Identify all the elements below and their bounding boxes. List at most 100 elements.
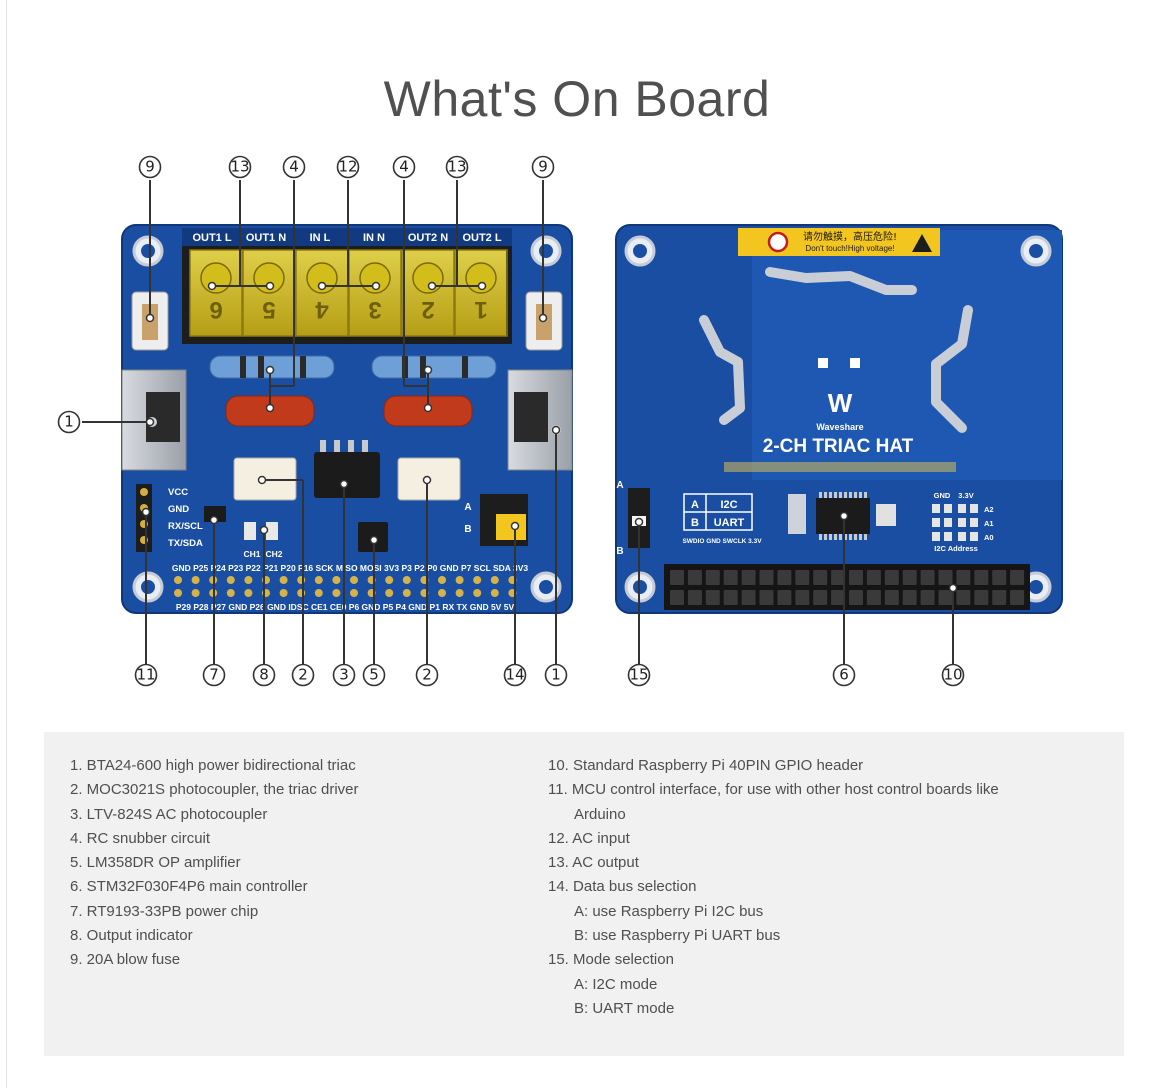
svg-text:3.3V: 3.3V — [958, 491, 973, 500]
board-back: 请勿触摸，高压危险! Don't touch!High voltage! W W… — [615, 224, 1063, 614]
svg-text:A0: A0 — [984, 533, 994, 542]
legend-item-5: 5. LM358DR OP amplifier — [70, 854, 241, 872]
legend-subitem: B: use Raspberry Pi UART bus — [574, 927, 781, 945]
svg-text:Don't touch!High voltage!: Don't touch!High voltage! — [805, 244, 894, 253]
svg-text:5: 5 — [369, 666, 379, 684]
svg-text:A: A — [616, 480, 623, 491]
svg-text:1: 1 — [551, 666, 561, 684]
callout-9: 9 — [138, 155, 162, 179]
legend-list-left: 1. BTA24-600 high power bidirectional tr… — [70, 754, 530, 973]
callout-2: 2 — [415, 663, 439, 687]
power-chip — [204, 506, 226, 522]
mcu-interface-labels: VCC GND RX/SCL TX/SDA — [168, 487, 203, 549]
svg-text:9: 9 — [145, 158, 155, 176]
svg-text:I2C Address: I2C Address — [934, 544, 978, 553]
page-left-border — [6, 0, 7, 1088]
legend-item-3: 3. LTV-824S AC photocoupler — [70, 805, 268, 823]
svg-text:请勿触摸，高压危险!: 请勿触摸，高压危险! — [803, 230, 897, 243]
terminal-label: OUT1 N — [246, 232, 286, 244]
terminal-label: IN N — [363, 232, 385, 244]
svg-text:7: 7 — [209, 666, 219, 684]
svg-text:15: 15 — [629, 666, 648, 684]
side-label: RX/SCL — [168, 521, 203, 532]
legend-item-13: 13. AC output — [548, 854, 639, 872]
debug-labels: SWDIO GND SWCLK 3.3V — [682, 538, 762, 545]
gpio-bottom-labels: P29 P28 P27 GND P26 GND IDSC CE1 CE0 P6 … — [176, 602, 515, 612]
callout-5: 5 — [362, 663, 386, 687]
legend-item-8: 8. Output indicator — [70, 927, 193, 945]
svg-text:4: 4 — [289, 158, 299, 176]
terminal-number: 5 — [262, 296, 275, 323]
svg-text:4: 4 — [399, 158, 409, 176]
page-title: What's On Board — [383, 70, 771, 127]
svg-text:I2C: I2C — [720, 499, 737, 511]
legend-item-2: 2. MOC3021S photocoupler, the triac driv… — [70, 781, 359, 799]
mcu-interface-pins — [136, 484, 152, 552]
triac-right — [507, 369, 573, 471]
jumper-label: A — [464, 502, 471, 513]
side-label: TX/SDA — [168, 538, 203, 549]
legend-subitem: A: I2C mode — [574, 975, 658, 993]
callout-13: 13 — [228, 155, 252, 179]
svg-text:9: 9 — [538, 158, 548, 176]
svg-text:Waveshare: Waveshare — [816, 422, 863, 432]
svg-text:A: A — [691, 499, 699, 511]
side-label: VCC — [168, 487, 188, 498]
callout-6: 6 — [832, 663, 856, 687]
legend-item-6: 6. STM32F030F4P6 main controller — [70, 878, 308, 896]
svg-text:2-CH TRIAC HAT: 2-CH TRIAC HAT — [763, 436, 914, 457]
svg-text:10: 10 — [943, 666, 962, 684]
ac-photocoupler — [314, 440, 380, 498]
callout-4: 4 — [392, 155, 416, 179]
terminal-number: 4 — [315, 296, 329, 323]
svg-text:6: 6 — [839, 666, 849, 684]
callout-lines — [82, 180, 954, 664]
component-legend: 1. BTA24-600 high power bidirectional tr… — [44, 732, 1124, 1056]
svg-text:GND: GND — [934, 491, 951, 500]
svg-text:8: 8 — [259, 666, 269, 684]
svg-text:B: B — [691, 517, 699, 529]
legend-item-7: 7. RT9193-33PB power chip — [70, 902, 259, 920]
svg-text:A1: A1 — [984, 519, 994, 528]
svg-text:12: 12 — [338, 158, 357, 176]
svg-text:B: B — [616, 546, 623, 557]
gpio-top-labels: GND P25 P24 P23 P22 P21 P20 P16 SCK MISO… — [172, 563, 528, 573]
legend-item-4: 4. RC snubber circuit — [70, 829, 211, 847]
terminal-label: OUT2 L — [462, 232, 501, 244]
indicator-label: CH1 — [243, 549, 260, 559]
svg-text:13: 13 — [447, 158, 466, 176]
legend-subitem: B: UART mode — [574, 999, 675, 1017]
legend-subitem: A: use Raspberry Pi I2C bus — [574, 902, 764, 920]
waveshare-logo: W Waveshare 2-CH TRIAC HAT — [763, 358, 914, 457]
legend-item-12: 12. AC input — [548, 829, 630, 847]
callout-1: 1 — [57, 410, 81, 434]
svg-text:2: 2 — [298, 666, 308, 684]
terminal-label: IN L — [310, 232, 331, 244]
callout-10: 10 — [941, 663, 965, 687]
high-voltage-warning: 请勿触摸，高压危险! Don't touch!High voltage! — [738, 228, 940, 256]
svg-text:2: 2 — [422, 666, 432, 684]
output-indicators — [244, 522, 278, 540]
svg-text:W: W — [828, 388, 853, 418]
callout-4: 4 — [282, 155, 306, 179]
terminal-number: 1 — [474, 296, 487, 323]
indicator-label: CH2 — [265, 549, 282, 559]
ac-traces — [699, 267, 973, 433]
side-label: GND — [168, 504, 189, 515]
callout-15: 15 — [627, 663, 651, 687]
terminal-number: 2 — [421, 296, 434, 323]
terminal-label: OUT2 N — [408, 232, 448, 244]
callout-14: 14 — [503, 663, 527, 687]
svg-text:UART: UART — [714, 517, 745, 529]
svg-text:13: 13 — [230, 158, 249, 176]
callout-7: 7 — [202, 663, 226, 687]
callout-9: 9 — [531, 155, 555, 179]
callout-13: 13 — [445, 155, 469, 179]
callout-11: 11 — [134, 663, 158, 687]
jumper-label: B — [464, 524, 471, 535]
